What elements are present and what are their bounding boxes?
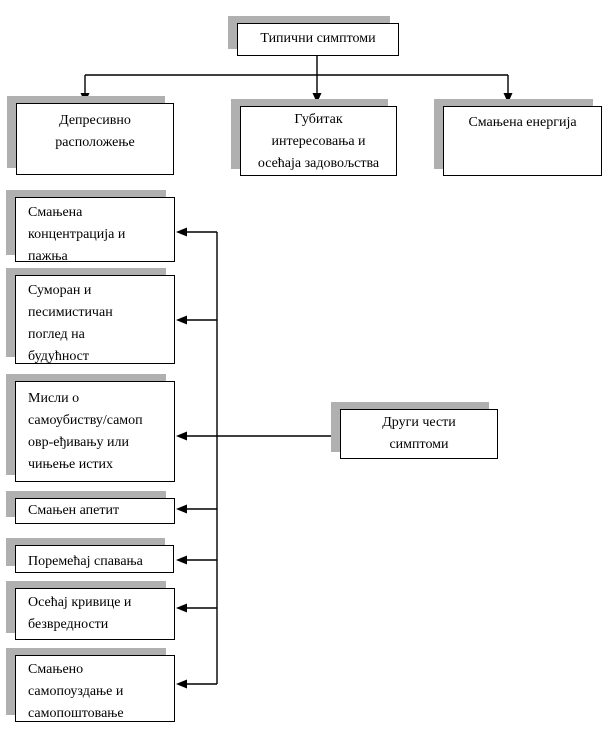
arrowhead-down-right (503, 93, 513, 103)
box-pessimistic-outlook: Суморан и песимистичан поглед на будућно… (15, 275, 175, 364)
box-reduced-appetite: Смањен апетит (15, 498, 175, 524)
box-guilt-worthlessness: Осећај кривице и безвредности (15, 588, 175, 640)
box-typical-symptoms: Типични симптоми (237, 23, 399, 56)
box-reduced-energy: Смањена енергија (443, 106, 602, 176)
box-sleep-disorder: Поремећај спавања (15, 545, 174, 573)
arrowhead-left-4 (176, 504, 187, 514)
arrowhead-left-1 (176, 227, 187, 237)
box-loss-of-interest: Губитак интересовања и осећаја задовољст… (240, 106, 397, 176)
box-depressive-mood: Депресивно расположење (16, 103, 174, 175)
arrowhead-down-left (80, 93, 90, 103)
arrowhead-down-middle (312, 93, 322, 103)
arrowhead-left-3 (176, 431, 187, 441)
box-other-common-symptoms: Други чести симптоми (340, 409, 498, 459)
arrowhead-left-6 (176, 603, 187, 613)
box-reduced-self-esteem: Смањено самопоуздање и самопоштовање (15, 655, 175, 722)
box-reduced-concentration: Смањена концентрација и пажња (15, 197, 175, 262)
arrowhead-left-7 (176, 679, 187, 689)
arrowhead-left-2 (176, 315, 187, 325)
arrowhead-left-5 (176, 555, 187, 565)
box-suicidal-thoughts: Мисли о самоубиству/самоп овр-еђивању ил… (15, 381, 175, 482)
